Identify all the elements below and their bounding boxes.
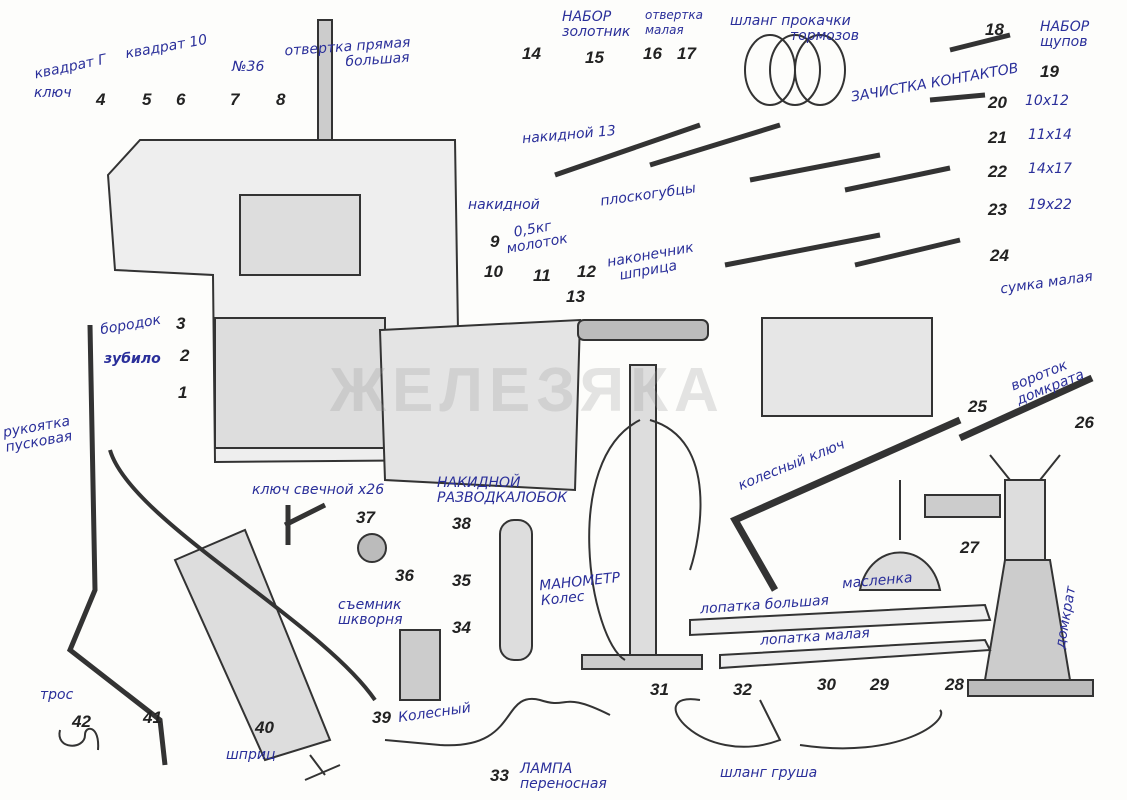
- callout-4: 4: [96, 90, 106, 109]
- callout-29: 29: [870, 675, 889, 694]
- callout-28: 28: [945, 675, 964, 694]
- bulb-hose: [674, 698, 943, 750]
- callout-18: 18: [985, 20, 1004, 39]
- crank-handle: [66, 324, 168, 766]
- puller: [357, 533, 387, 563]
- callout-36: 36: [395, 566, 414, 585]
- label-chisel: зубило: [104, 351, 161, 367]
- label-grease-gun: шприц: [226, 747, 276, 763]
- inspection-lamp: [384, 697, 611, 747]
- callout-9: 9: [490, 232, 500, 251]
- tire-gauge: [499, 519, 533, 661]
- wheel-socket: [399, 629, 441, 701]
- tire-pump: [577, 319, 709, 670]
- callout-21: 21: [988, 128, 1007, 147]
- small-bag: [761, 317, 933, 417]
- label-tow-rope: трос: [40, 687, 74, 703]
- callout-11: 11: [533, 266, 551, 285]
- callout-12: 12: [577, 262, 596, 281]
- callout-37: 37: [356, 508, 375, 527]
- callout-8: 8: [276, 90, 286, 109]
- jack: [924, 454, 1094, 697]
- callout-23: 23: [988, 200, 1007, 219]
- label-box-wrench: накидной: [468, 197, 540, 213]
- label-n36: №36: [232, 59, 265, 75]
- tire-spatula-big: [689, 603, 992, 637]
- callout-14: 14: [522, 44, 541, 63]
- label-11x14: 11x14: [1028, 127, 1072, 143]
- callout-42: 42: [72, 712, 91, 731]
- label-10x12: 10x12: [1025, 93, 1069, 109]
- label-bulb-hose: шланг груша: [720, 765, 818, 781]
- label-19x22: 19x22: [1028, 197, 1072, 213]
- callout-2: 2: [180, 346, 190, 365]
- label-spark-plug-wrench: ключ свечной x26: [252, 482, 385, 498]
- callout-40: 40: [255, 718, 274, 737]
- callout-27: 27: [960, 538, 979, 557]
- jack-lever: [958, 374, 1094, 442]
- callout-7: 7: [230, 90, 240, 109]
- callout-16: 16: [643, 44, 662, 63]
- callout-34: 34: [452, 618, 471, 637]
- callout-30: 30: [817, 675, 836, 694]
- callout-17: 17: [677, 44, 696, 63]
- callout-39: 39: [372, 708, 391, 727]
- callout-3: 3: [176, 314, 186, 333]
- wheel-wrench: [730, 416, 962, 592]
- callout-31: 31: [650, 680, 669, 699]
- callout-13: 13: [566, 287, 585, 306]
- tire-spatula-small: [719, 638, 992, 670]
- callout-33: 33: [490, 766, 509, 785]
- callout-5: 5: [142, 90, 152, 109]
- callout-1: 1: [178, 383, 188, 402]
- tool-bag: [106, 19, 582, 492]
- spark-plug-wrench: [283, 502, 327, 545]
- callout-41: 41: [143, 708, 162, 727]
- callout-20: 20: [988, 93, 1007, 112]
- callout-24: 24: [990, 246, 1009, 265]
- grease-gun: [108, 449, 377, 781]
- label-klyuch: ключ: [34, 85, 72, 101]
- oiler: [858, 480, 942, 591]
- label-14x17: 14x17: [1028, 161, 1072, 177]
- brake-bleed-hose: [744, 34, 846, 106]
- callout-38: 38: [452, 514, 471, 533]
- callout-32: 32: [733, 680, 752, 699]
- callout-10: 10: [484, 262, 503, 281]
- callout-6: 6: [176, 90, 186, 109]
- callout-35: 35: [452, 571, 471, 590]
- callout-22: 22: [988, 162, 1007, 181]
- wrenches: [554, 32, 1011, 268]
- watermark: ЖЕЛЕЗЯКА: [330, 356, 725, 425]
- callout-26: 26: [1075, 413, 1094, 432]
- callout-19: 19: [1040, 62, 1059, 81]
- callout-15: 15: [585, 48, 604, 67]
- hook: [58, 727, 100, 751]
- callout-25: 25: [968, 397, 987, 416]
